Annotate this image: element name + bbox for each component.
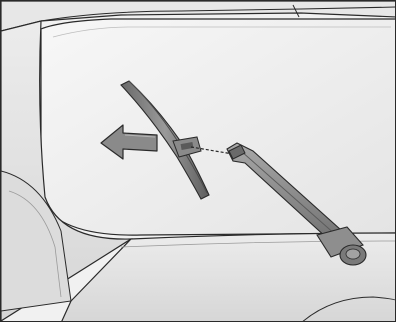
rear-window [41, 19, 396, 235]
